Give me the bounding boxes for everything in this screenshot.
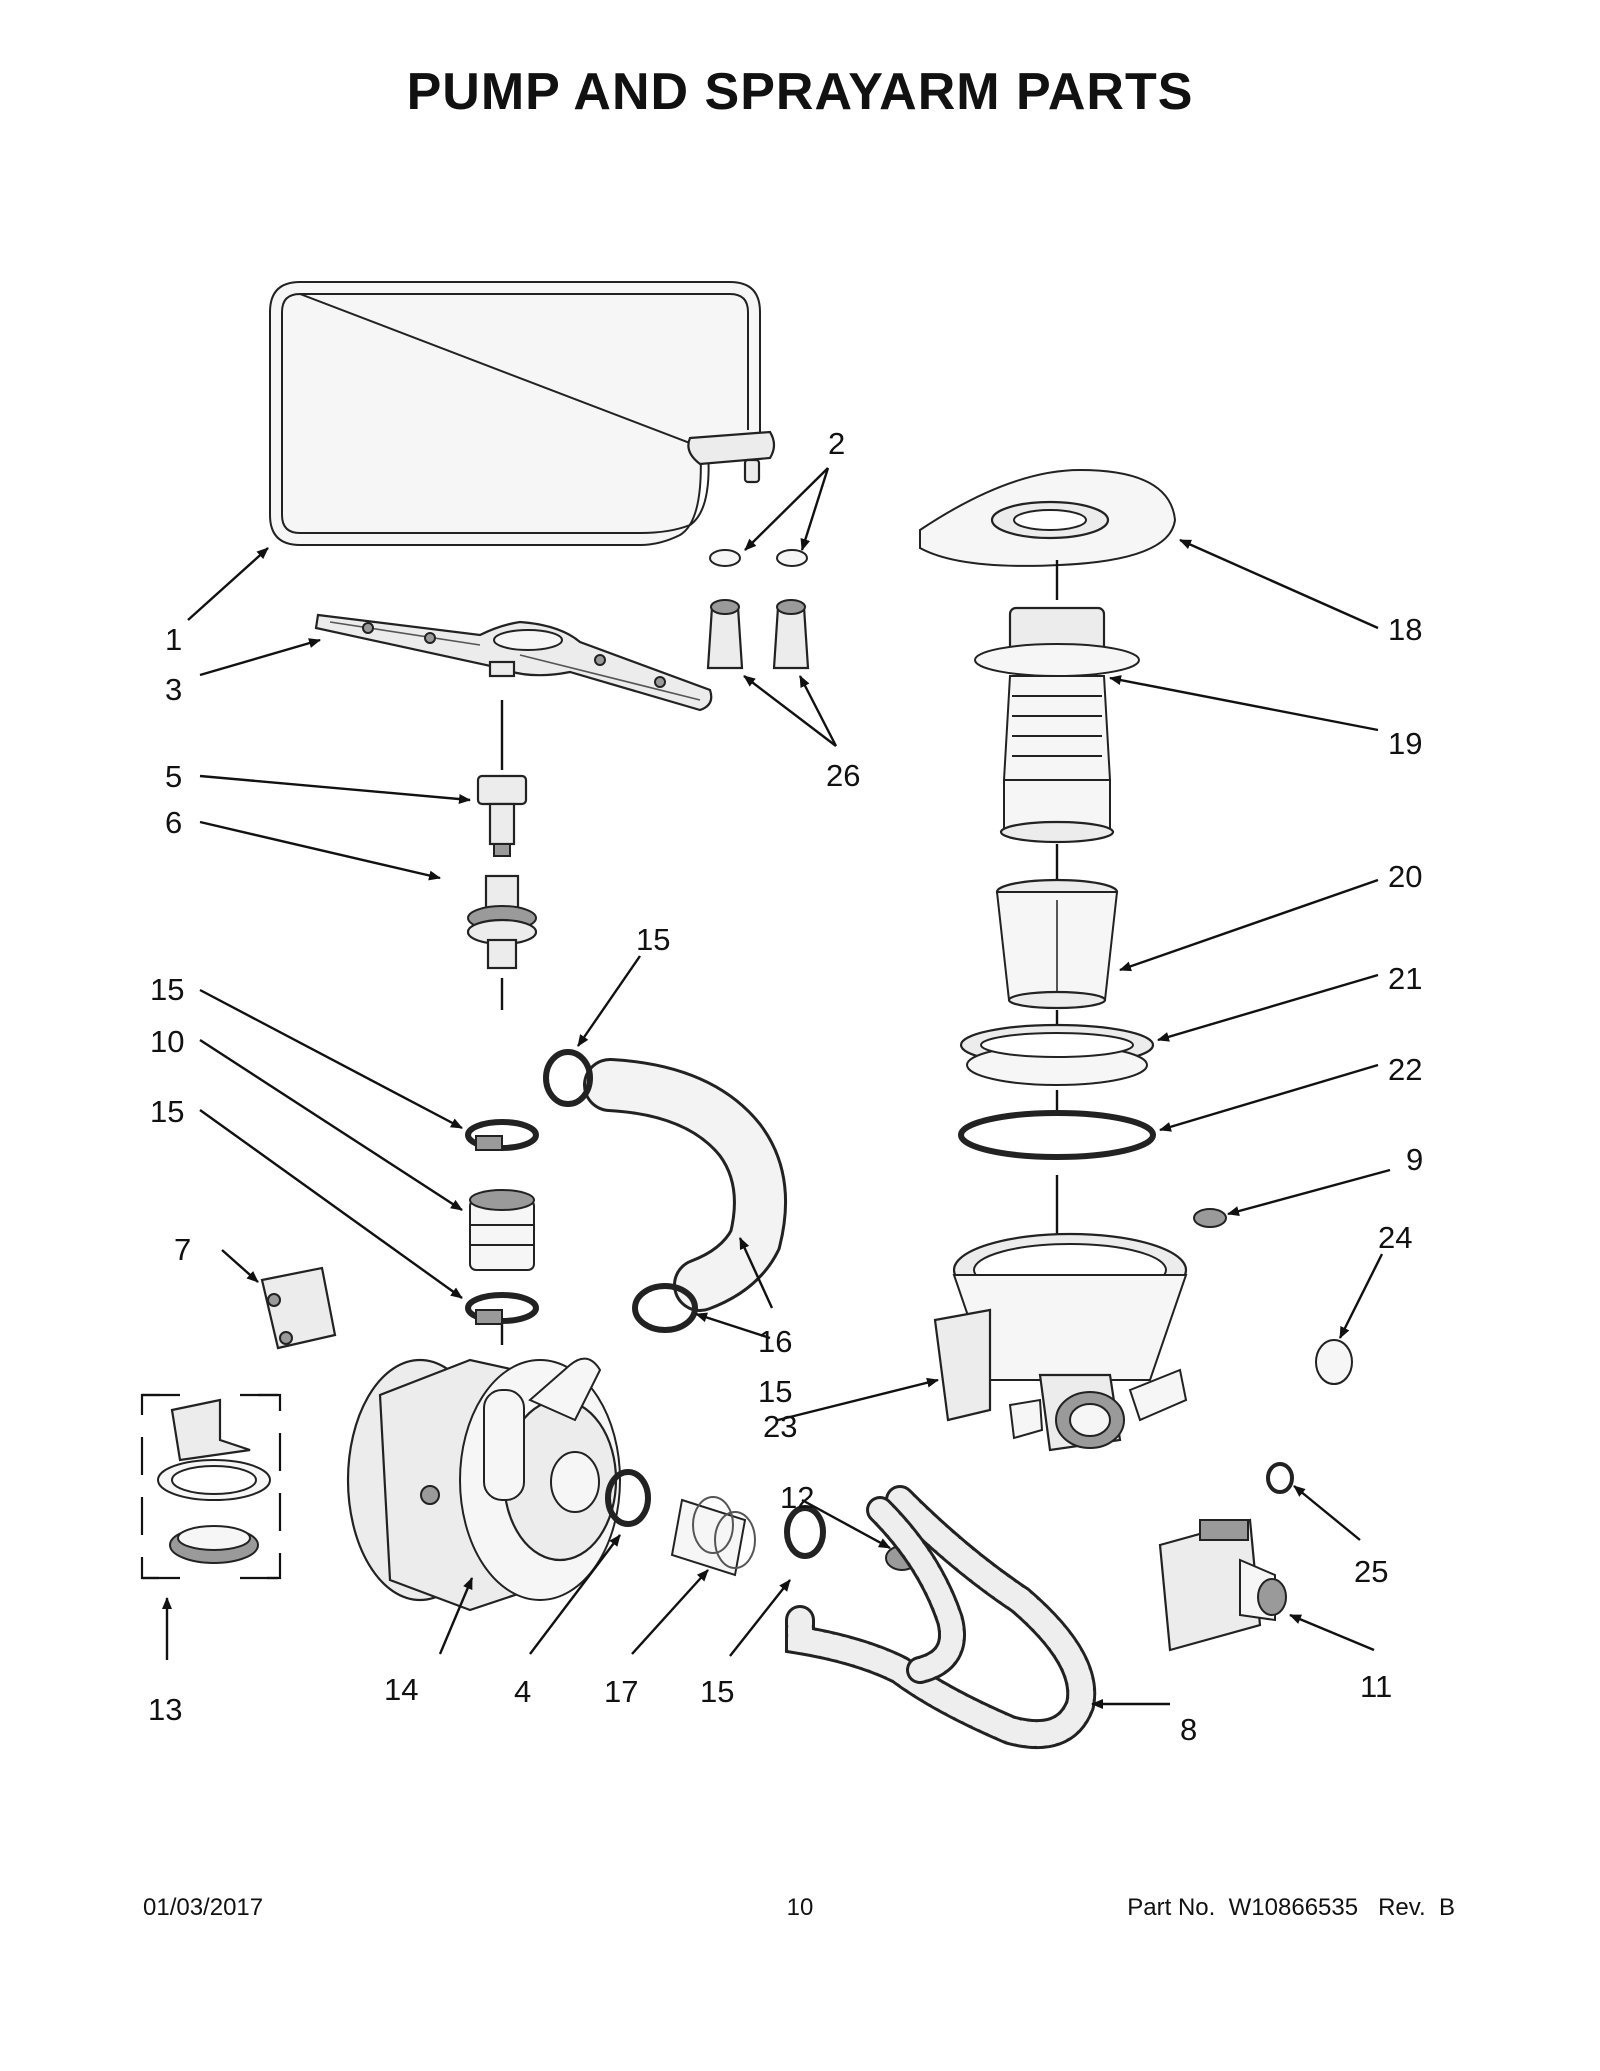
part-6-manifold-coupling bbox=[466, 874, 538, 970]
part-11-drain-pump bbox=[1158, 1518, 1287, 1652]
part-1-spray-tube bbox=[269, 281, 776, 546]
part-15-clamp-upper bbox=[465, 1119, 539, 1151]
part-9-sensor bbox=[1193, 1208, 1227, 1228]
callout-15-d: 15 bbox=[758, 1374, 792, 1409]
callout-12: 12 bbox=[780, 1480, 814, 1515]
callout-19: 19 bbox=[1388, 726, 1422, 761]
callout-23: 23 bbox=[763, 1409, 797, 1444]
callout-20: 20 bbox=[1388, 859, 1422, 894]
part-19-filter-tower bbox=[974, 606, 1140, 844]
part-18-sump-cover bbox=[919, 468, 1177, 567]
part-17-coupler-hose bbox=[670, 1496, 756, 1577]
part-16-hose bbox=[583, 1058, 787, 1312]
part-10-coupler bbox=[469, 1189, 535, 1271]
callout-16: 16 bbox=[758, 1324, 792, 1359]
callout-9: 9 bbox=[1406, 1142, 1423, 1177]
part-15-clamp-hose-top bbox=[543, 1049, 593, 1107]
part-23-sump bbox=[933, 1232, 1188, 1452]
callout-5: 5 bbox=[165, 759, 182, 794]
callout-1: 1 bbox=[165, 622, 182, 657]
callout-4: 4 bbox=[514, 1674, 531, 1709]
footer-part-number: Part No. W10866535 Rev. B bbox=[1127, 1894, 1455, 1921]
part-26-bushings bbox=[706, 599, 810, 670]
part-22-gasket bbox=[958, 1110, 1156, 1160]
page-title: PUMP AND SPRAYARM PARTS bbox=[406, 63, 1194, 121]
callout-11: 11 bbox=[1360, 1669, 1392, 1704]
part-13-seal-kit bbox=[140, 1393, 282, 1580]
callout-10: 10 bbox=[150, 1024, 184, 1059]
part-15-clamp-drain bbox=[784, 1505, 826, 1559]
part-21-lock-ring bbox=[959, 1023, 1155, 1086]
callout-labels: 1 3 2 26 5 6 15 10 15 15 7 16 15 13 14 4… bbox=[148, 426, 1423, 1747]
callout-6: 6 bbox=[165, 805, 182, 840]
part-2-caps bbox=[709, 549, 808, 567]
part-3-lower-spray-arm bbox=[314, 613, 713, 712]
part-5-manifold-top bbox=[476, 774, 528, 857]
part-14-pump-housing bbox=[346, 1357, 621, 1612]
callout-15-c: 15 bbox=[636, 922, 670, 957]
callout-2: 2 bbox=[828, 426, 845, 461]
callout-22: 22 bbox=[1388, 1052, 1422, 1087]
callout-15-e: 15 bbox=[700, 1674, 734, 1709]
callout-21: 21 bbox=[1388, 961, 1422, 996]
part-15-clamp-lower bbox=[465, 1292, 539, 1325]
part-25-clip bbox=[1266, 1462, 1294, 1494]
callout-15-a: 15 bbox=[150, 972, 184, 1007]
callout-15-b: 15 bbox=[150, 1094, 184, 1129]
callout-17: 17 bbox=[604, 1674, 638, 1709]
part-20-fine-filter bbox=[995, 878, 1119, 1010]
part-15-clamp-hose-bottom bbox=[632, 1283, 698, 1333]
callout-7: 7 bbox=[174, 1232, 191, 1267]
footer-date: 01/03/2017 bbox=[143, 1894, 264, 1921]
callout-18: 18 bbox=[1388, 612, 1422, 647]
part-7-bracket bbox=[260, 1266, 337, 1350]
part-4-clamp bbox=[605, 1469, 651, 1527]
callout-14: 14 bbox=[384, 1672, 418, 1707]
part-8-drain-hose bbox=[785, 1485, 1097, 1750]
callout-26: 26 bbox=[826, 758, 860, 793]
footer-page-number: 10 bbox=[786, 1894, 814, 1921]
callout-3: 3 bbox=[165, 672, 182, 707]
callout-25: 25 bbox=[1354, 1554, 1388, 1589]
part-24-cap bbox=[1315, 1339, 1353, 1385]
leader-lines bbox=[162, 467, 1391, 1709]
callout-13: 13 bbox=[148, 1692, 182, 1727]
callout-8: 8 bbox=[1180, 1712, 1197, 1747]
callout-24: 24 bbox=[1378, 1220, 1412, 1255]
